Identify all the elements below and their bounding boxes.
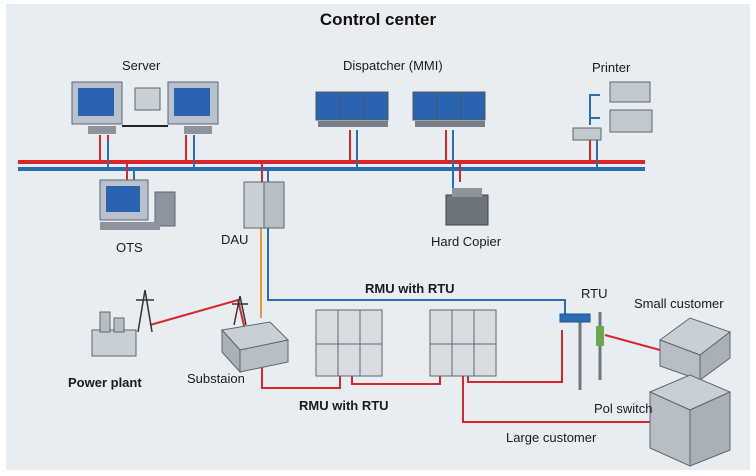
server-workstation-icon <box>71 81 123 134</box>
rtu-label: RTU <box>581 286 608 301</box>
power-plant-label: Power plant <box>68 375 142 390</box>
printer-label: Printer <box>592 60 631 75</box>
dispatcher-label: Dispatcher (MMI) <box>343 58 443 73</box>
dau-rtu-link <box>267 228 566 318</box>
hard-copier-label: Hard Copier <box>431 234 502 249</box>
small-customer-label: Small customer <box>634 296 724 311</box>
rmu-top-label: RMU with RTU <box>365 281 455 296</box>
dau-label: DAU <box>221 232 249 247</box>
ots-workstation-icon <box>99 179 176 230</box>
rmu-bottom-label: RMU with RTU <box>299 398 389 413</box>
house-icon <box>658 317 732 381</box>
server-box-icon <box>134 87 161 111</box>
server-label: Server <box>122 58 161 73</box>
switchgear-icon <box>315 309 383 377</box>
substation-label: Substaion <box>187 371 245 386</box>
printer-icon <box>572 81 653 141</box>
dau-cabinet-icon <box>243 181 285 229</box>
large-customer-label: Large customer <box>506 430 597 445</box>
substation-icon <box>221 321 290 374</box>
server-workstation-icon <box>167 81 219 134</box>
pylon-icon <box>136 289 248 333</box>
ots-label: OTS <box>116 240 143 255</box>
diagram-title: Control center <box>319 10 437 29</box>
dispatcher-monitors-icon <box>315 91 389 127</box>
pole-rtu-icon <box>559 312 604 390</box>
hard-copier-icon <box>445 188 489 226</box>
switchgear-icon <box>429 309 497 377</box>
power-plant-icon <box>91 311 137 357</box>
pol-switch-label: Pol switch <box>594 401 653 416</box>
dispatcher-monitors-icon <box>412 91 486 127</box>
office-building-icon <box>648 374 732 467</box>
